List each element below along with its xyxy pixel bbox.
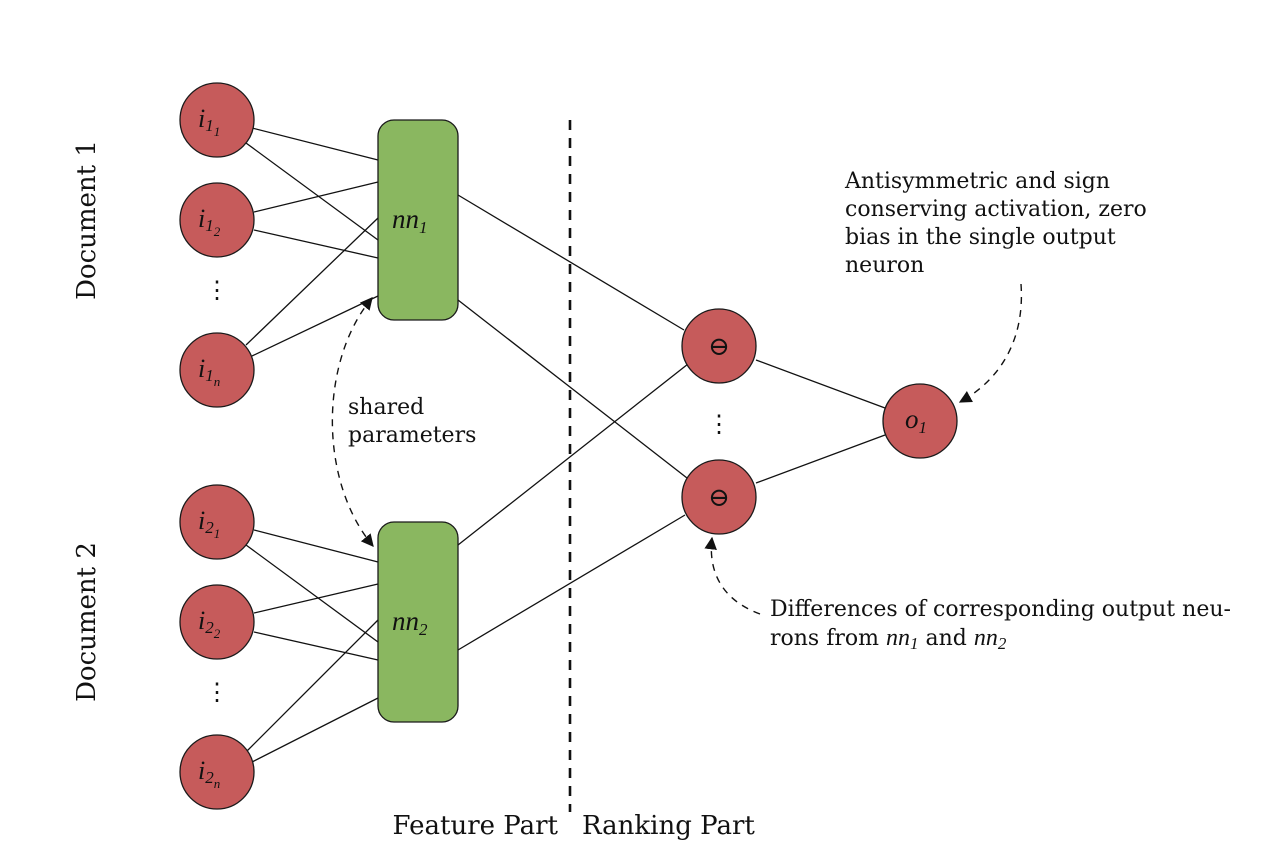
output-node-o1: o1 [882,383,958,459]
document-1-label: Document 1 [72,140,102,300]
feature-part-label: Feature Part [393,811,559,841]
svg-text:i2n: i2n [198,756,220,791]
doc2-input-edges [245,529,379,763]
edge-i1n-nn1-a [245,217,379,346]
svg-text:nn2: nn2 [392,606,428,639]
input-node-i22: i22 [179,584,255,660]
differences-annotation: Differences of corresponding output neu- [770,597,1231,622]
edge-i21-nn2-b [245,544,379,643]
edge-i2n-nn2-b [251,697,379,763]
difference-node-2: ⊖ [681,459,757,535]
input-node-i12: i12 [179,182,255,258]
edge-i12-nn1-a [253,181,379,213]
svg-text:i1n: i1n [198,354,220,389]
edge-diff1-o1 [755,359,886,409]
edge-i12-nn1-b [253,229,379,259]
input-node-i2n: i2n [179,734,255,810]
edge-nn1-diff1 [457,194,685,331]
edge-nn2-diff1 [457,363,689,546]
ranking-part-label: Ranking Part [582,811,755,841]
edge-nn2-diff2 [457,514,686,651]
differences-annotation-line2: rons from nn1 and nn2 [770,625,1007,653]
doc1-inputs-ellipsis: ⋮ [205,276,229,304]
edge-i2n-nn2-a [245,619,379,753]
document-2-label: Document 2 [72,542,102,702]
svg-text:o1: o1 [905,404,927,437]
edge-i1n-nn1-b [251,295,379,357]
input-node-i21: i21 [179,484,255,560]
svg-text:i22: i22 [198,606,221,641]
differences-arrow [704,536,761,615]
network-diff-edges [457,194,689,651]
difference-node-1: ⊖ [681,308,757,384]
network-nn1: nn1 [377,119,459,321]
svg-text:i12: i12 [198,204,221,239]
doc2-inputs-ellipsis: ⋮ [205,678,229,706]
svg-text:i11: i11 [198,104,220,139]
shared-parameters-arrow [331,297,374,547]
svg-text:⊖: ⊖ [708,483,730,513]
activation-arrow [958,283,1023,403]
svg-text:nn1: nn1 [392,204,428,237]
doc1-input-edges [245,127,379,357]
input-node-i1n: i1n [179,332,255,408]
activation-annotation: Antisymmetric and sign conserving activa… [844,169,1154,278]
edge-i11-nn1-b [245,142,379,241]
edge-diff2-o1 [755,434,886,484]
edge-i22-nn2-b [253,631,379,661]
shared-parameters-label: shared parameters [348,395,476,448]
svg-text:i21: i21 [198,506,220,541]
svg-text:⊖: ⊖ [708,332,730,362]
edge-i21-nn2-a [253,529,379,563]
network-nn2: nn2 [377,521,459,723]
edge-i11-nn1-a [251,127,379,161]
edge-nn1-diff2 [457,299,688,479]
diff-output-edges [755,359,886,484]
edge-i22-nn2-a [253,583,379,614]
input-node-i11: i11 [179,82,255,158]
difference-nodes-ellipsis: ⋮ [707,410,731,438]
